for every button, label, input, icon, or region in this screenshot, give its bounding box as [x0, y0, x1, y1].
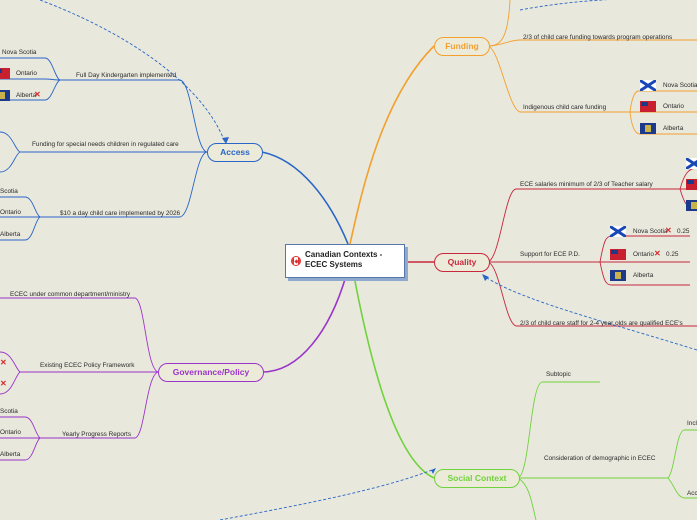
governance-common-department[interactable]: ECEC under common department/ministry: [10, 291, 131, 298]
governance-r-ontario[interactable]: Ontario: [0, 429, 21, 436]
social-subtopic[interactable]: Subtopic: [546, 371, 571, 378]
branch-governance[interactable]: Governance/Policy: [158, 363, 264, 382]
ontario-flag-icon: [0, 68, 10, 79]
quality-pd-ontario-value: 0.25: [666, 251, 679, 258]
cross-icon: ✕: [0, 358, 7, 367]
alberta-flag-icon: [640, 123, 656, 134]
access-k-alberta[interactable]: Alberta: [16, 92, 37, 99]
relation-link-social: [219, 469, 433, 520]
social-access[interactable]: Acc: [687, 490, 697, 497]
governance-r-alberta[interactable]: Alberta: [0, 451, 21, 458]
governance-r-nova-scotia[interactable]: Scotia: [0, 408, 18, 415]
ontario-flag-icon: [640, 101, 656, 112]
funding-nova-scotia[interactable]: Nova Scotia: [663, 82, 697, 89]
access-k-nova-scotia[interactable]: Nova Scotia: [2, 49, 37, 56]
alberta-flag-icon: [686, 200, 697, 211]
ontario-flag-icon: [610, 249, 626, 260]
relation-link-funding: [519, 0, 609, 11]
cross-icon: ✕: [34, 90, 41, 99]
quality-pd-alberta[interactable]: Alberta: [633, 272, 654, 279]
canada-flag-icon: [291, 256, 301, 266]
access-d-alberta[interactable]: Alberta: [0, 231, 21, 238]
relation-link-access: [39, 0, 225, 141]
social-inclusion[interactable]: Incl: [687, 420, 697, 427]
access-d-ontario[interactable]: Ontario: [0, 209, 21, 216]
alberta-flag-icon: [0, 90, 10, 101]
governance-policy-framework[interactable]: Existing ECEC Policy Framework: [40, 362, 135, 369]
access-d-nova-scotia[interactable]: Scotia: [0, 188, 18, 195]
cross-icon: ✕: [654, 249, 661, 258]
funding-program-operations[interactable]: 2/3 of child care funding towards progra…: [523, 34, 673, 41]
cross-icon: ✕: [665, 226, 672, 235]
access-k-ontario[interactable]: Ontario: [16, 70, 37, 77]
funding-ontario[interactable]: Ontario: [663, 103, 684, 110]
governance-progress-reports[interactable]: Yearly Progress Reports: [62, 431, 132, 438]
ontario-flag-icon: [686, 179, 697, 190]
branch-funding[interactable]: Funding: [434, 37, 490, 56]
quality-qualified-staff[interactable]: 2/3 of child care staff for 2-4 year old…: [520, 320, 683, 327]
link-governance: [261, 275, 347, 373]
access-full-day-kindergarten[interactable]: Full Day Kindergarten implemented: [76, 72, 177, 79]
nova-scotia-flag-icon: [686, 158, 697, 169]
branch-access[interactable]: Access: [207, 143, 263, 162]
nova-scotia-flag-icon: [640, 80, 656, 91]
relation-link-quality: [483, 275, 697, 351]
quality-ece-salaries[interactable]: ECE salaries minimum of 2/3 of Teacher s…: [520, 181, 653, 188]
quality-pd-ontario[interactable]: Ontario: [633, 251, 654, 258]
central-topic-title: Canadian Contexts - ECEC Systems: [305, 250, 383, 269]
access-special-needs-funding[interactable]: Funding for special needs children in re…: [32, 141, 179, 148]
alberta-flag-icon: [610, 270, 626, 281]
funding-alberta[interactable]: Alberta: [663, 125, 684, 132]
cross-icon: ✕: [0, 379, 7, 388]
quality-ece-pd[interactable]: Support for ECE P.D.: [520, 251, 580, 258]
branch-social-context[interactable]: Social Context: [434, 469, 520, 488]
quality-pd-nova-scotia-value: 0.25: [677, 228, 690, 235]
link-social: [353, 275, 435, 479]
central-topic[interactable]: Canadian Contexts - ECEC Systems: [285, 244, 405, 278]
link-access: [261, 151, 349, 245]
funding-indigenous[interactable]: Indigenous child care funding: [523, 104, 607, 111]
quality-pd-nova-scotia[interactable]: Nova Scotia: [633, 228, 668, 235]
nova-scotia-flag-icon: [610, 226, 626, 237]
branch-quality[interactable]: Quality: [434, 253, 490, 272]
social-demographic[interactable]: Consideration of demographic in ECEC: [544, 455, 656, 462]
access-ten-dollar-care[interactable]: $10 a day child care implemented by 2026: [60, 210, 181, 217]
link-funding: [349, 45, 435, 245]
